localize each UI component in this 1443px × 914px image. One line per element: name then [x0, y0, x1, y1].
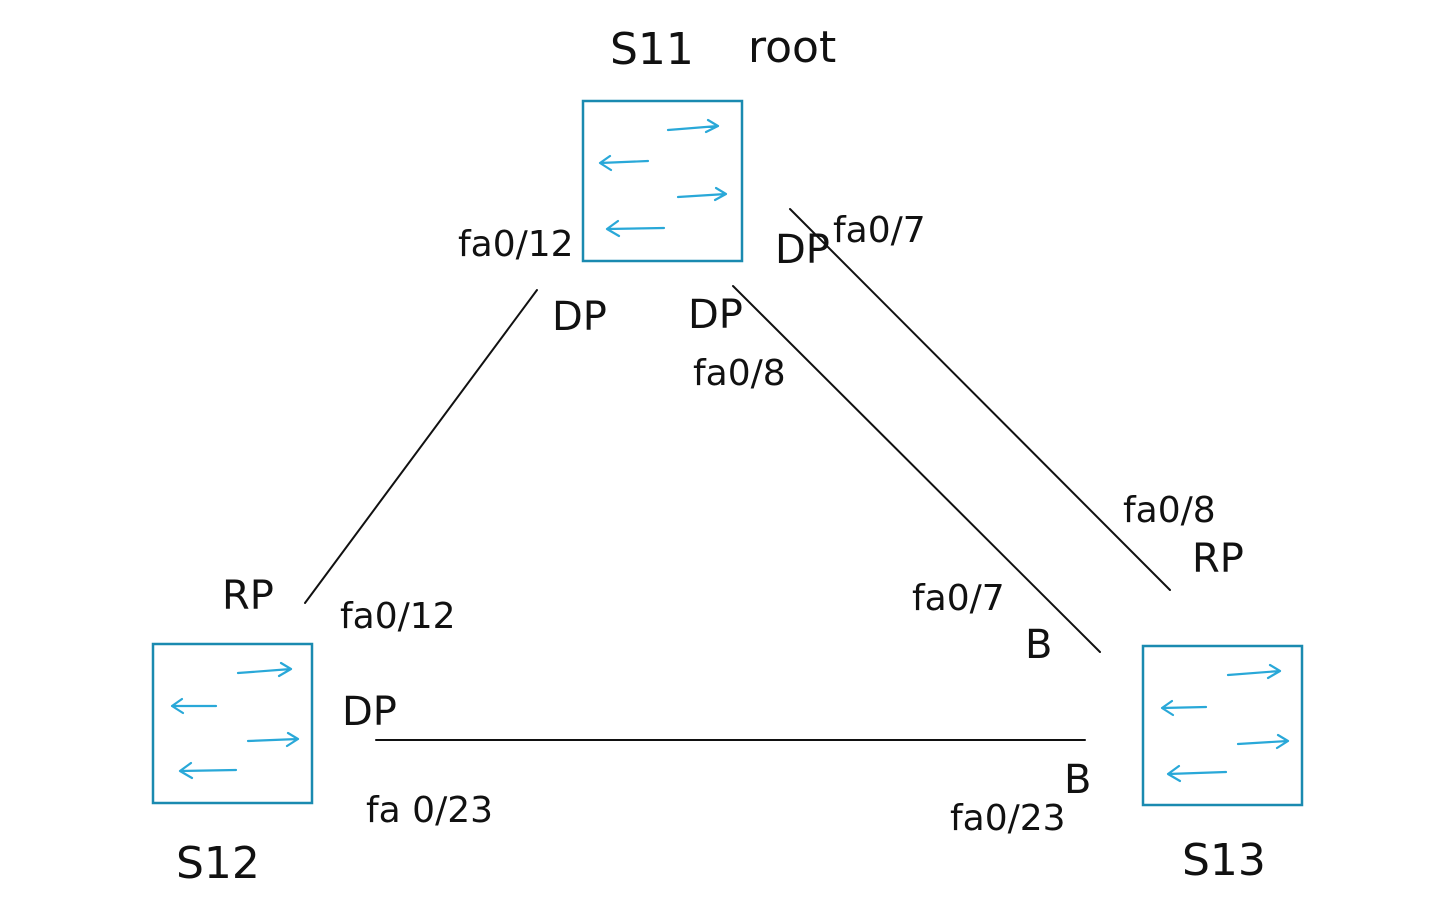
- port-role-label: DP: [688, 292, 743, 338]
- port-role-label: RP: [1192, 536, 1244, 582]
- port-role-label: DP: [342, 689, 397, 735]
- port-label: fa0/23: [950, 798, 1066, 839]
- switch-icon: [598, 118, 728, 238]
- switch-s11-role: root: [748, 22, 836, 73]
- switch-s12-name: S12: [176, 838, 260, 889]
- port-label: fa0/8: [693, 353, 786, 394]
- link-s11-s12: [304, 289, 538, 604]
- switch-icon: [1160, 663, 1290, 783]
- port-label: fa0/8: [1123, 490, 1216, 531]
- switch-s11-name: S11: [610, 24, 694, 75]
- port-role-label: B: [1064, 757, 1091, 803]
- switch-icon: [170, 661, 300, 780]
- port-label: fa0/12: [458, 224, 574, 265]
- port-label: fa0/7: [833, 210, 926, 251]
- port-role-label: DP: [552, 294, 607, 340]
- port-role-label: RP: [222, 573, 274, 619]
- switch-s13: [1141, 644, 1304, 807]
- switch-s13-name: S13: [1182, 835, 1266, 886]
- switch-s11: [581, 99, 744, 263]
- port-role-label: DP: [775, 227, 830, 273]
- port-label: fa0/12: [340, 596, 456, 637]
- link-s11-s13-a: [732, 285, 1101, 653]
- switch-s12: [151, 642, 314, 805]
- port-label: fa0/7: [912, 578, 1005, 619]
- port-label: fa 0/23: [366, 790, 493, 831]
- port-role-label: B: [1025, 622, 1052, 668]
- link-s11-s13-b: [789, 208, 1171, 591]
